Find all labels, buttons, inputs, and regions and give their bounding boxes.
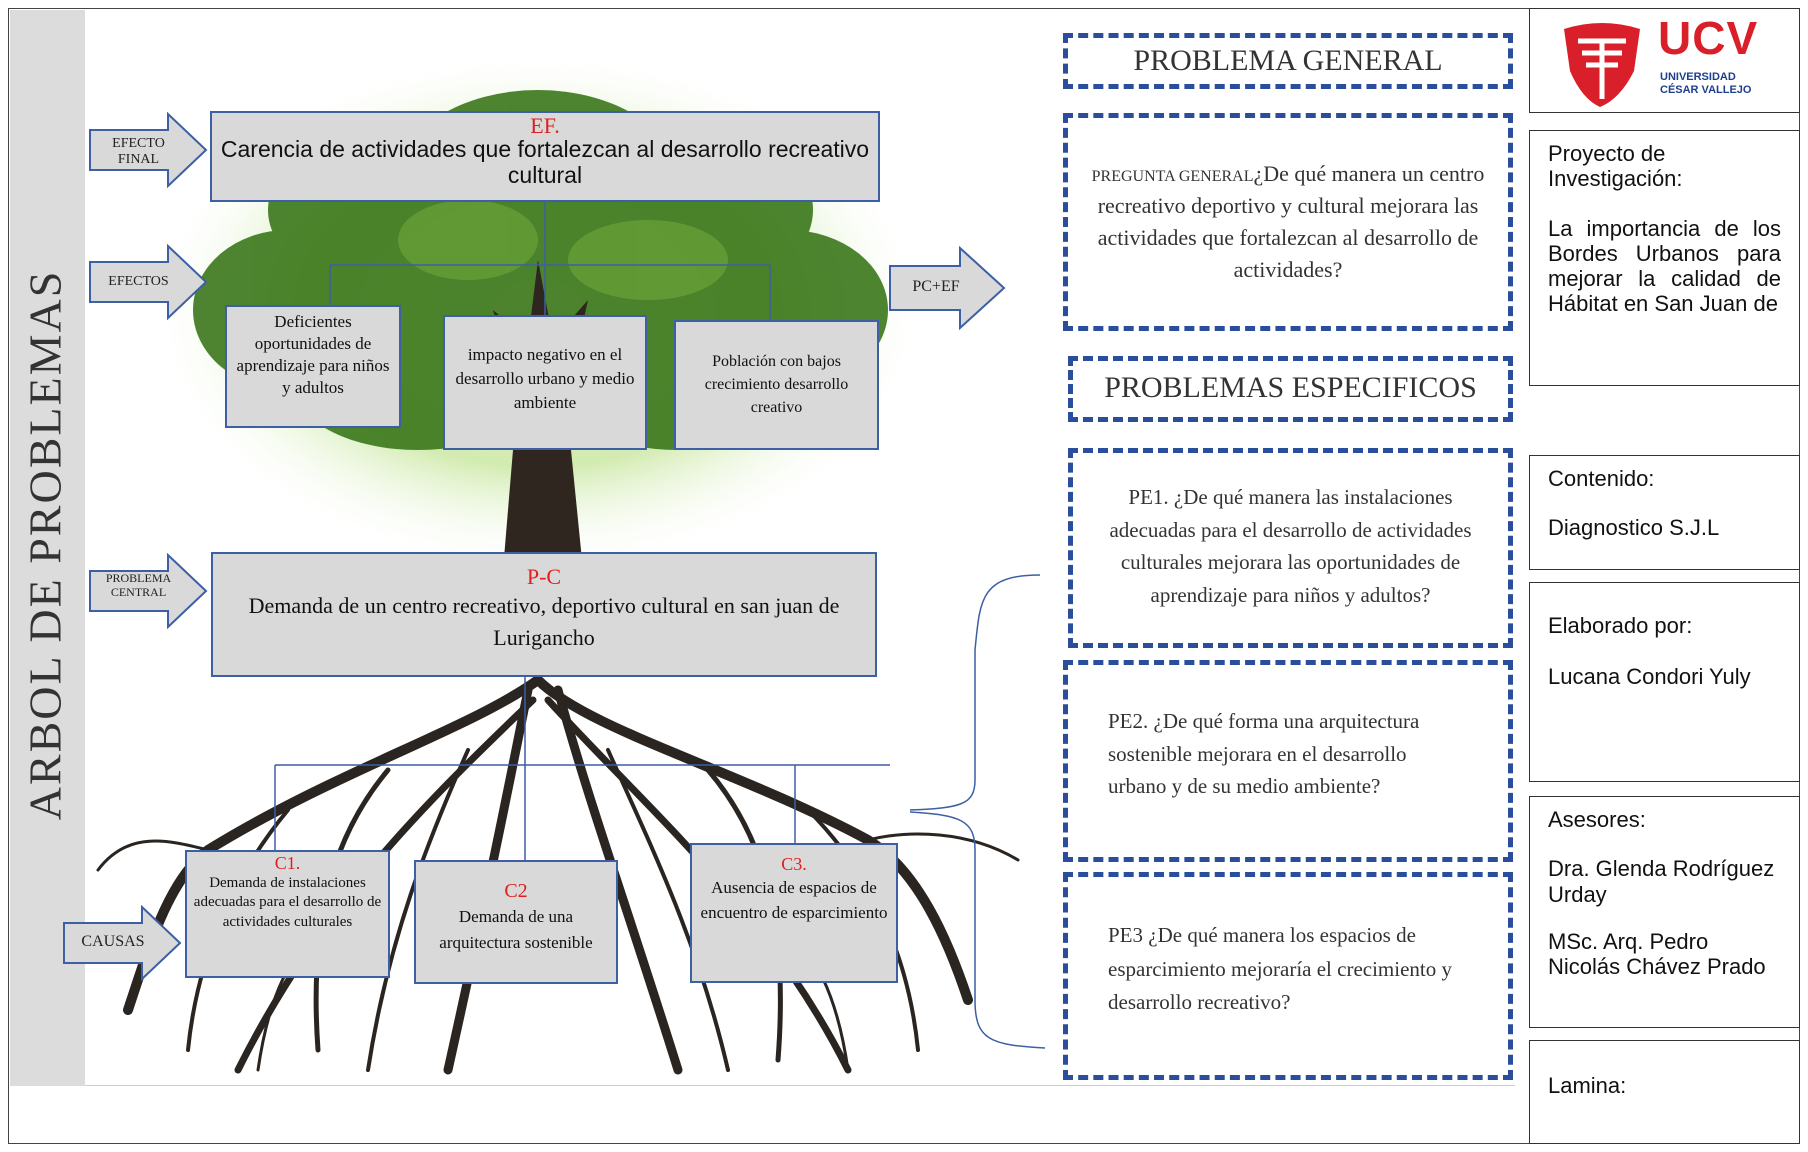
pe3-text: PE3 ¿De qué manera los espacios de espar… [1108,923,1453,1015]
pe3-box: PE3 ¿De qué manera los espacios de espar… [1063,872,1513,1080]
effect-2-text: impacto negativo en el desarrollo urbano… [455,345,635,412]
cause-2-tag: C2 [504,880,528,902]
problema-central-label: PROBLEMA CENTRAL [105,571,172,599]
effect-box-2: impacto negativo en el desarrollo urbano… [443,315,647,450]
ucv-logo-subtitle-2: CÉSAR VALLEJO [1660,84,1752,96]
ucv-shield-icon [1564,23,1640,107]
causas-label: CAUSAS [81,933,145,950]
lamina-panel: Lamina: [1529,1040,1800,1144]
pe2-box: PE2. ¿De qué forma una arquitectura sost… [1063,660,1513,862]
pc-ef-arrow [889,246,1006,330]
asesores-label: Asesores: [1548,807,1646,832]
elaborado-label: Elaborado por: [1548,613,1693,638]
effect-final-box: EF. Carencia de actividades que fortalez… [210,111,880,202]
pregunta-general-text: ¿De qué manera un centro recreativo depo… [1097,161,1485,282]
asesor-2: MSc. Arq. Pedro Nicolás Chávez Prado [1548,928,1766,979]
effect-3-text: Población con bajos crecimiento desarrol… [704,353,849,417]
asesores-panel: Asesores: Dra. Glenda Rodríguez Urday MS… [1529,796,1800,1028]
page-frame [8,8,1800,1144]
effect-box-3: Población con bajos crecimiento desarrol… [674,320,879,450]
cause-3-tag: C3. [781,854,807,874]
elaborado-panel: Elaborado por: Lucana Condori Yuly [1529,582,1800,782]
pregunta-general-box: PREGUNTA GENERAL¿De qué manera un centro… [1063,113,1513,331]
ucv-logo-subtitle-1: UNIVERSIDAD [1660,71,1736,83]
asesor-1: Dra. Glenda Rodríguez Urday [1548,856,1775,907]
elaborado-value: Lucana Condori Yuly [1548,664,1751,690]
proyecto-panel: Proyecto de Investigación: La importanci… [1529,130,1800,386]
proyecto-value: La importancia de los Bordes Urbanos par… [1548,215,1781,317]
logo-panel: UCV UNIVERSIDAD CÉSAR VALLEJO [1529,8,1800,113]
cause-3-text: Ausencia de espacios de encuentro de esp… [700,877,888,923]
cause-box-2: C2 Demanda de una arquitectura sostenibl… [414,860,618,984]
central-problem-box: P-C Demanda de un centro recreativo, dep… [211,552,877,677]
central-text: Demanda de un centro recreativo, deporti… [248,593,840,651]
efectos-label: EFECTOS [108,274,169,289]
pe1-text: PE1. ¿De qué manera las instalaciones ad… [1109,485,1472,607]
cause-1-tag: C1. [274,853,301,873]
contenido-label: Contenido: [1548,466,1655,491]
problema-general-heading: PROBLEMA GENERAL [1063,33,1513,89]
problema-general-heading-text: PROBLEMA GENERAL [1133,44,1443,77]
cause-2-text: Demanda de una arquitectura sostenible [439,907,593,952]
effect-final-tag: EF. [530,113,560,138]
cause-1-text: Demanda de instalaciones adecuadas para … [193,874,382,930]
proyecto-label: Proyecto de Investigación: [1548,141,1683,192]
problemas-especificos-heading: PROBLEMAS ESPECIFICOS [1068,356,1513,422]
lamina-label: Lamina: [1548,1073,1627,1098]
efecto-final-arrow [89,112,208,188]
ucv-logo-title: UCV [1658,12,1759,64]
effect-1-text: Deficientes oportunidades de aprendizaje… [236,312,390,398]
causas-arrow [63,905,182,981]
efectos-arrow [89,244,208,320]
efecto-final-label: EFECTO FINAL [112,136,165,168]
effect-box-1: Deficientes oportunidades de aprendizaje… [225,305,401,428]
pe2-text: PE2. ¿De qué forma una arquitectura sost… [1108,709,1420,799]
title-strip [10,10,85,1086]
cause-box-3: C3. Ausencia de espacios de encuentro de… [690,843,898,983]
problemas-especificos-heading-text: PROBLEMAS ESPECIFICOS [1104,371,1477,404]
contenido-panel: Contenido: Diagnostico S.J.L [1529,455,1800,570]
central-tag: P-C [526,564,562,589]
problema-central-arrow [89,553,208,629]
cause-box-1: C1. Demanda de instalaciones adecuadas p… [185,850,390,978]
pc-ef-label: PC+EF [912,278,960,295]
pe1-box: PE1. ¿De qué manera las instalaciones ad… [1068,448,1513,648]
effect-final-text: Carencia de actividades que fortalezcan … [220,136,870,189]
pregunta-general-label: PREGUNTA GENERAL [1091,168,1254,185]
contenido-value: Diagnostico S.J.L [1548,515,1720,541]
